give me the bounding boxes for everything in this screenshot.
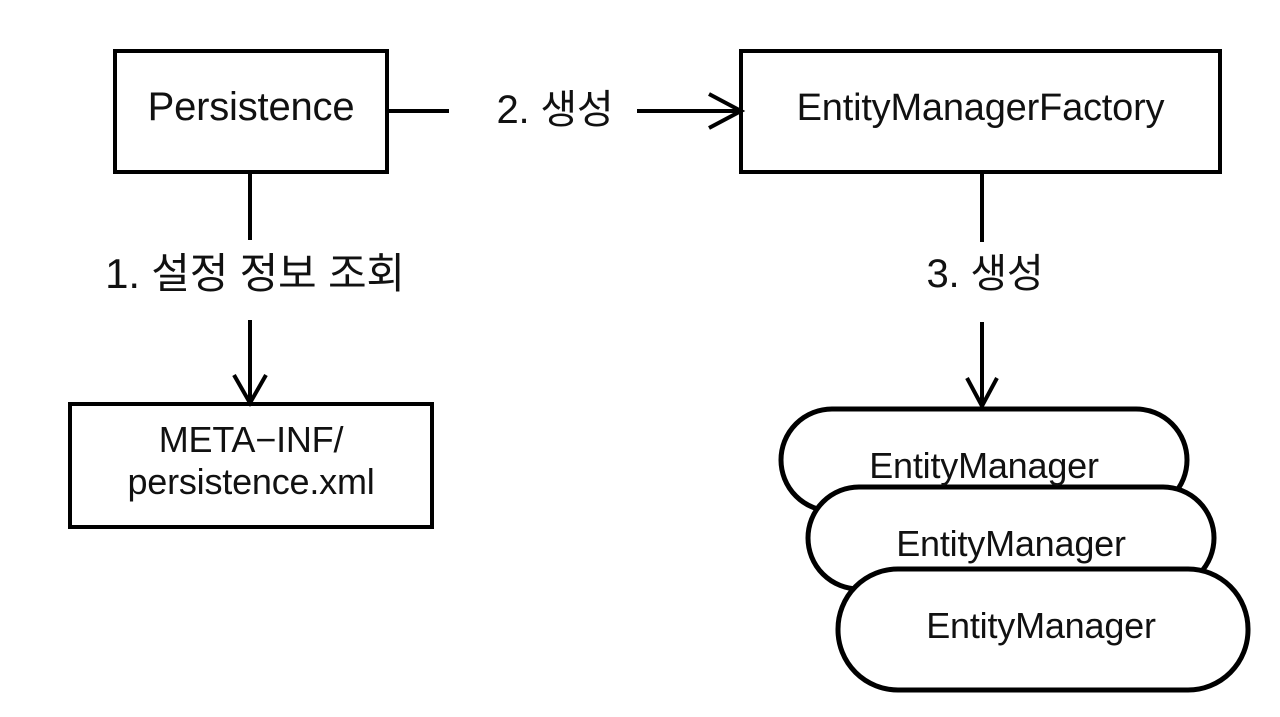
node-meta-inf-box[interactable]	[68, 402, 434, 529]
edge-3-arrowhead	[965, 377, 999, 411]
edge-2-arrowhead	[708, 92, 746, 130]
node-entity-manager-factory-box[interactable]	[739, 49, 1222, 174]
edge-1-arrowhead	[232, 374, 268, 408]
node-entity-manager-3-pill[interactable]	[835, 566, 1251, 693]
node-persistence-box[interactable]	[113, 49, 389, 174]
